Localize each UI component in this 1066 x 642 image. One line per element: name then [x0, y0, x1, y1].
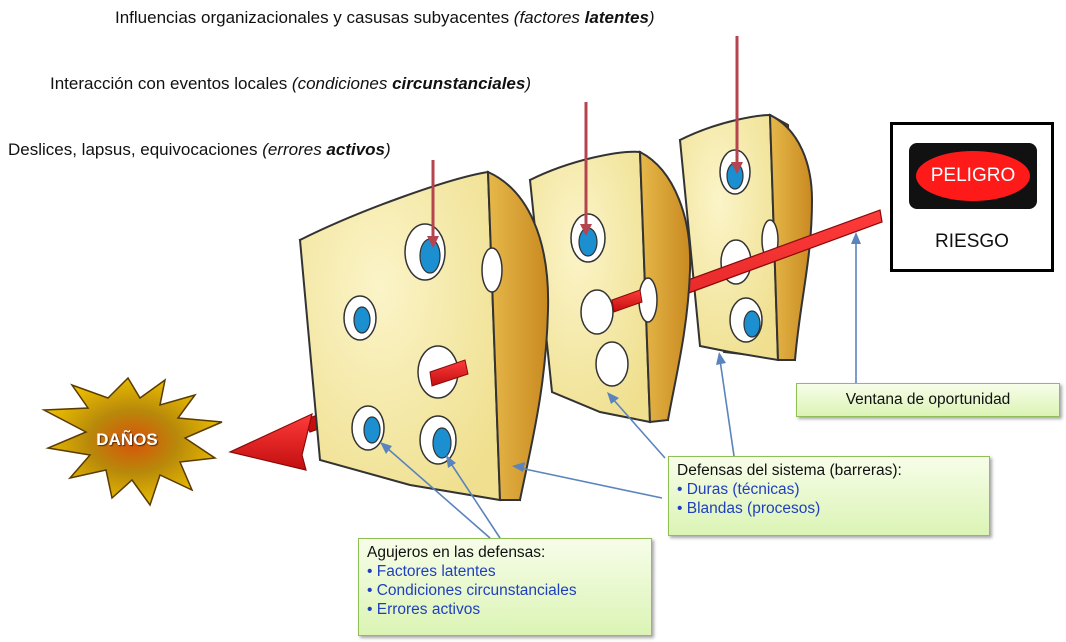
- active-errors-label: Deslices, lapsus, equivocaciones (errore…: [8, 140, 391, 160]
- circ-label-text: Interacción con eventos locales: [50, 74, 292, 93]
- latent-label-bold: latentes: [585, 8, 649, 27]
- latent-label-italic: (factores: [514, 8, 585, 27]
- latent-label-close: ): [649, 8, 655, 27]
- active-label-text: Deslices, lapsus, equivocaciones: [8, 140, 262, 159]
- defense-holes-heading: Agujeros en las defensas:: [367, 543, 643, 562]
- active-label-bold: activos: [326, 140, 385, 159]
- risk-label: RIESGO: [893, 231, 1051, 253]
- circ-label-close: ): [525, 74, 531, 93]
- system-defenses-box: Defensas del sistema (barreras): Duras (…: [668, 456, 990, 536]
- danger-plate: PELIGRO: [909, 143, 1037, 209]
- active-label-italic: (errores: [262, 140, 326, 159]
- circ-label-italic: (condiciones: [292, 74, 392, 93]
- danger-sign: PELIGRO RIESGO: [890, 122, 1054, 272]
- latent-factors-label: Influencias organizacionales y casusas s…: [115, 8, 655, 28]
- cheese-slice-front: [300, 172, 548, 500]
- latent-label-text: Influencias organizacionales y casusas s…: [115, 8, 514, 27]
- cheese-slice-middle: [530, 152, 690, 422]
- list-item: Errores activos: [367, 600, 643, 619]
- circ-label-bold: circunstanciales: [392, 74, 525, 93]
- window-of-opportunity-box: Ventana de oportunidad: [796, 383, 1060, 417]
- system-defenses-list: Duras (técnicas) Blandas (procesos): [677, 480, 981, 518]
- window-of-opportunity-text: Ventana de oportunidad: [846, 391, 1011, 408]
- active-label-close: ): [385, 140, 391, 159]
- list-item: Duras (técnicas): [677, 480, 981, 499]
- system-defenses-heading: Defensas del sistema (barreras):: [677, 461, 981, 480]
- circumstantial-label: Interacción con eventos locales (condici…: [50, 74, 531, 94]
- list-item: Factores latentes: [367, 562, 643, 581]
- list-item: Blandas (procesos): [677, 499, 981, 518]
- defense-holes-box: Agujeros en las defensas: Factores laten…: [358, 538, 652, 636]
- cheese-slice-back: [680, 115, 812, 360]
- damage-label: DAÑOS: [84, 430, 170, 450]
- defense-holes-list: Factores latentes Condiciones circunstan…: [367, 562, 643, 619]
- list-item: Condiciones circunstanciales: [367, 581, 643, 600]
- danger-badge: PELIGRO: [916, 151, 1030, 201]
